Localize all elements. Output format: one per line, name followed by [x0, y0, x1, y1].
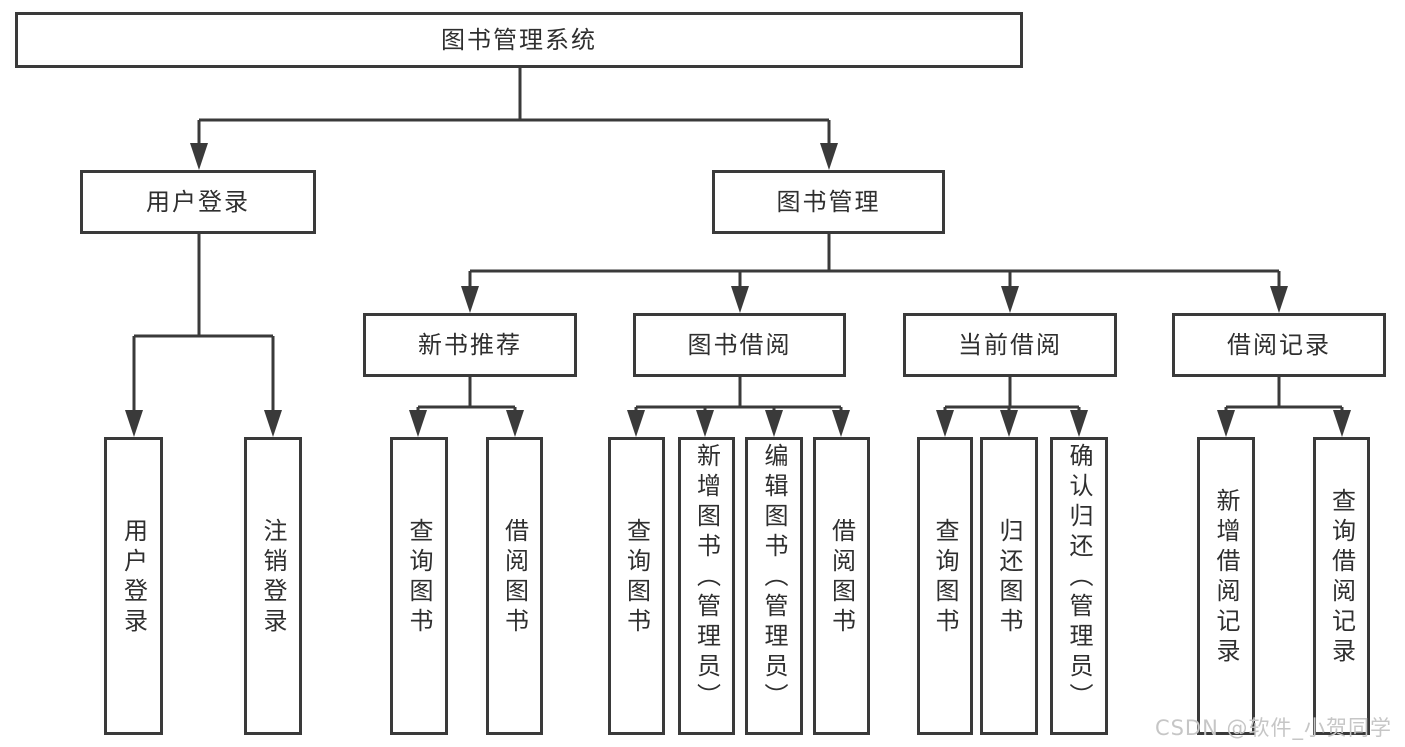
arrowhead	[731, 286, 749, 313]
arrowhead	[936, 410, 954, 437]
arrowhead	[409, 410, 427, 437]
node-new-book-recommend: 新书推荐	[363, 313, 577, 377]
node-root: 图书管理系统	[15, 12, 1023, 68]
leaf-add-books-admin: 新增图书（管理员）	[678, 437, 735, 735]
arrowhead	[1270, 286, 1288, 313]
leaf-logout: 注销登录	[244, 437, 302, 735]
arrowhead	[264, 410, 282, 437]
leaf-borrow-books-2: 借阅图书	[813, 437, 870, 735]
node-borrow-records: 借阅记录	[1172, 313, 1386, 377]
arrowhead	[1333, 410, 1351, 437]
node-current-borrowing: 当前借阅	[903, 313, 1117, 377]
leaf-confirm-return-admin: 确认归还（管理员）	[1050, 437, 1108, 735]
leaf-user-login: 用户登录	[104, 437, 163, 735]
arrowhead	[125, 410, 143, 437]
csdn-watermark: CSDN @软件_小贺同学	[1154, 716, 1392, 740]
leaf-return-books: 归还图书	[980, 437, 1038, 735]
arrowhead	[1070, 410, 1088, 437]
leaf-edit-books-admin: 编辑图书（管理员）	[745, 437, 803, 735]
arrowhead	[461, 286, 479, 313]
node-user-login: 用户登录	[80, 170, 316, 234]
connector-lines	[132, 68, 1344, 414]
arrowhead	[696, 410, 714, 437]
arrowhead	[190, 143, 208, 170]
arrowhead	[506, 410, 524, 437]
leaf-query-borrow-record: 查询借阅记录	[1313, 437, 1370, 735]
leaf-query-books-1: 查询图书	[390, 437, 448, 735]
arrowhead	[1001, 286, 1019, 313]
arrowhead	[832, 410, 850, 437]
leaf-query-books-2: 查询图书	[608, 437, 665, 735]
arrowhead	[820, 143, 838, 170]
leaf-query-books-3: 查询图书	[917, 437, 973, 735]
arrowheads	[125, 143, 1351, 437]
arrowhead	[627, 410, 645, 437]
arrowhead	[1000, 410, 1018, 437]
leaf-borrow-books-1: 借阅图书	[486, 437, 543, 735]
leaf-add-borrow-record: 新增借阅记录	[1197, 437, 1255, 735]
arrowhead	[765, 410, 783, 437]
arrowhead	[1217, 410, 1235, 437]
node-book-management: 图书管理	[712, 170, 945, 234]
node-book-borrowing: 图书借阅	[633, 313, 846, 377]
